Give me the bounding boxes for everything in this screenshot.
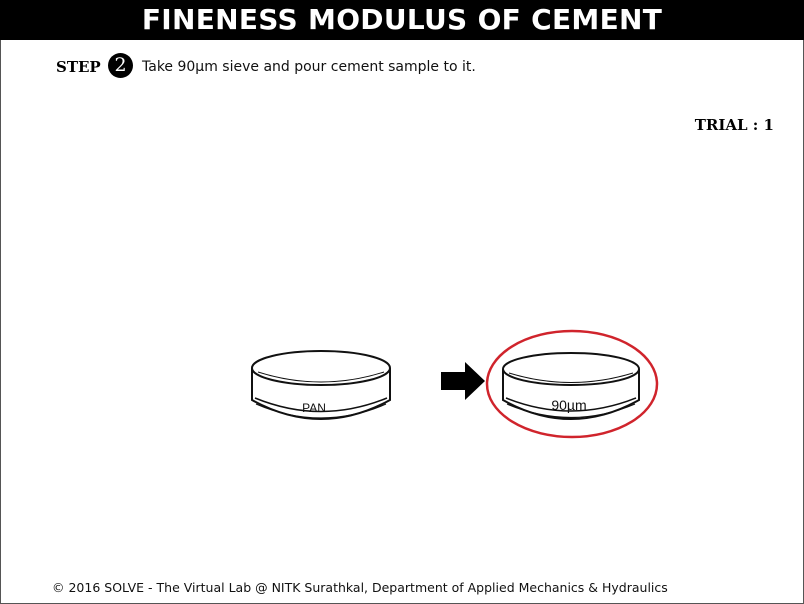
step-label: STEP bbox=[56, 58, 101, 76]
pan-label: PAN bbox=[302, 401, 326, 415]
highlight-ring bbox=[485, 329, 659, 439]
step-instruction: Take 90µm sieve and pour cement sample t… bbox=[142, 59, 476, 75]
arrow-right-icon bbox=[441, 362, 485, 400]
trial-indicator: TRIAL : 1 bbox=[694, 116, 774, 134]
sieve-label: 90µm bbox=[551, 397, 586, 413]
pan[interactable]: PAN bbox=[251, 350, 391, 420]
page-title: FINENESS MODULUS OF CEMENT bbox=[0, 0, 804, 40]
step-number-badge: 2 bbox=[108, 53, 133, 78]
footer-copyright: © 2016 SOLVE - The Virtual Lab @ NITK Su… bbox=[52, 580, 668, 595]
sieve-90um[interactable]: 90µm bbox=[502, 352, 640, 420]
